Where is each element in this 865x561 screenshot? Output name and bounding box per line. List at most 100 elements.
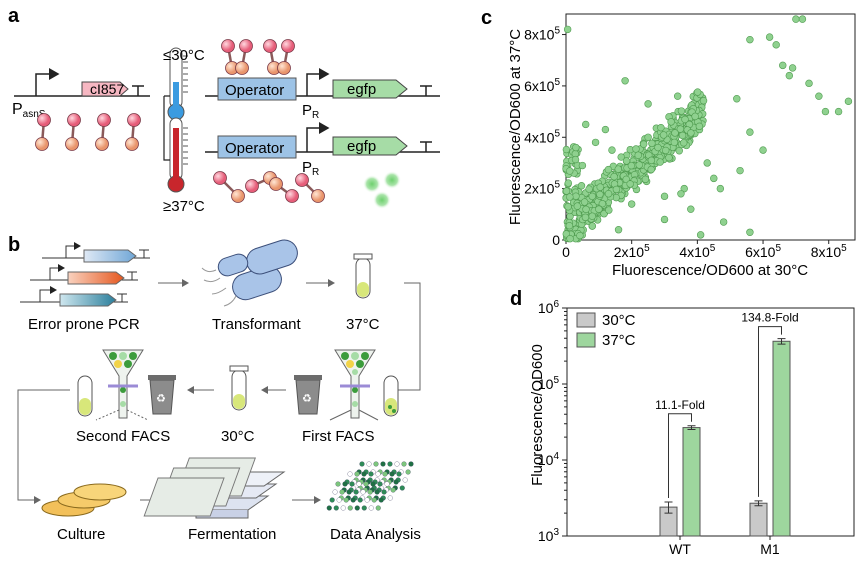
scatter-point (644, 133, 652, 141)
scatter-point (614, 165, 622, 173)
scatter-point (677, 107, 686, 115)
scatter-point (614, 226, 623, 234)
culture-plates-icon (41, 483, 127, 517)
temp-high-label: ≥37°C (163, 198, 205, 215)
scatter-point (680, 139, 688, 147)
step-culture: Culture (57, 526, 105, 543)
scatter-point (675, 147, 683, 155)
scatter-point (641, 175, 650, 184)
bar (772, 340, 791, 537)
waste-bin-icon-second: ♻ (148, 375, 176, 415)
scatter-point (622, 157, 631, 165)
fold-bracket (668, 413, 692, 499)
scatter-point (659, 131, 668, 139)
bar-category-label: WT (669, 541, 691, 557)
panel-b-label: b (8, 234, 20, 256)
legend-label-30c: 30°C (602, 312, 636, 329)
scatter-point (779, 61, 787, 70)
error-bar (777, 338, 786, 345)
scatter-point (733, 95, 741, 103)
scatter-point (815, 92, 823, 100)
scatter-point (759, 146, 767, 154)
gfp-glow (363, 171, 401, 209)
scatter-point (788, 64, 797, 72)
egfp-label-top: egfp (347, 81, 376, 98)
scatter-y-tick-label: 8x105 (524, 26, 560, 43)
scatter-point (746, 228, 754, 236)
operator-box-top (217, 77, 297, 101)
scatter-point (604, 190, 613, 198)
scatter-point (680, 184, 688, 193)
scatter-point (596, 183, 604, 191)
scatter-point (608, 146, 616, 154)
scatter-point (635, 161, 643, 169)
scatter-point (562, 230, 570, 238)
scatter-point (676, 125, 685, 133)
panel-b-workflow: Error prone PCR Transformant 37°C (17, 239, 421, 543)
scatter-point (617, 153, 625, 161)
legend-label-37c: 37°C (602, 332, 636, 349)
error-bar (664, 501, 673, 514)
scatter-point (681, 115, 689, 124)
legend-swatch-37c (576, 332, 596, 348)
culture-tube-icon-30c (229, 365, 249, 411)
scatter-point (719, 218, 728, 226)
scatter-point (834, 107, 843, 116)
scatter-point (772, 41, 780, 49)
scatter-point (564, 203, 572, 211)
step-second-facs: Second FACS (76, 428, 170, 445)
scatter-point (661, 146, 670, 155)
pasns-label: PasnS (12, 101, 46, 120)
scatter-point (582, 120, 590, 129)
scatter-point (656, 158, 664, 166)
facs-sorter-icon-first (329, 349, 379, 421)
scatter-x-tick-label: 0 (562, 244, 570, 260)
scatter-point (572, 143, 580, 152)
scatter-point (710, 174, 718, 183)
scatter-point (562, 187, 571, 195)
panel-a-label: a (8, 5, 20, 27)
scatter-y-tick-label: 2x105 (524, 180, 560, 197)
scatter-point (588, 222, 597, 230)
operator-label-top: Operator (225, 82, 284, 99)
scatter-point (595, 205, 603, 213)
data-analysis-plates-icon (143, 457, 414, 517)
scatter-point (665, 153, 673, 162)
repressor-dimers (35, 113, 141, 151)
scatter-x-tick-label: 6x105 (745, 243, 781, 260)
scatter-point (660, 215, 669, 224)
scatter-point (576, 231, 584, 240)
scatter-point (695, 122, 704, 131)
scatter-point (716, 184, 725, 193)
bar (682, 427, 701, 537)
operator-box-bottom (217, 135, 297, 159)
scatter-point (671, 129, 679, 137)
waste-bin-icon-first: ♻ (294, 375, 322, 415)
bar-legend: 30°C 37°C (576, 312, 636, 349)
scatter-point (691, 112, 699, 121)
error-bar (754, 500, 763, 507)
scatter-point (746, 35, 754, 44)
scatter-point (626, 180, 634, 188)
scatter-point (566, 235, 574, 243)
thermometer-cold-icon (167, 47, 188, 121)
scatter-point (634, 151, 642, 159)
panel-d-label: d (510, 288, 522, 310)
collection-tube-icon-first (383, 375, 399, 417)
scatter-point (647, 165, 655, 174)
thermometer-hot-icon (167, 117, 188, 193)
scatter-point (566, 193, 574, 201)
scatter-point (785, 71, 794, 80)
ci857-gene (81, 81, 129, 97)
scatter-frame (565, 13, 856, 241)
scatter-point (657, 123, 665, 132)
facs-sorter-icon-second (95, 349, 149, 421)
bar (749, 502, 768, 537)
scatter-point (580, 198, 589, 206)
scatter-point (687, 205, 695, 213)
scatter-point (577, 182, 586, 190)
transformant-cells-icon (201, 239, 298, 307)
scatter-y-tick-label: 6x105 (524, 77, 560, 94)
